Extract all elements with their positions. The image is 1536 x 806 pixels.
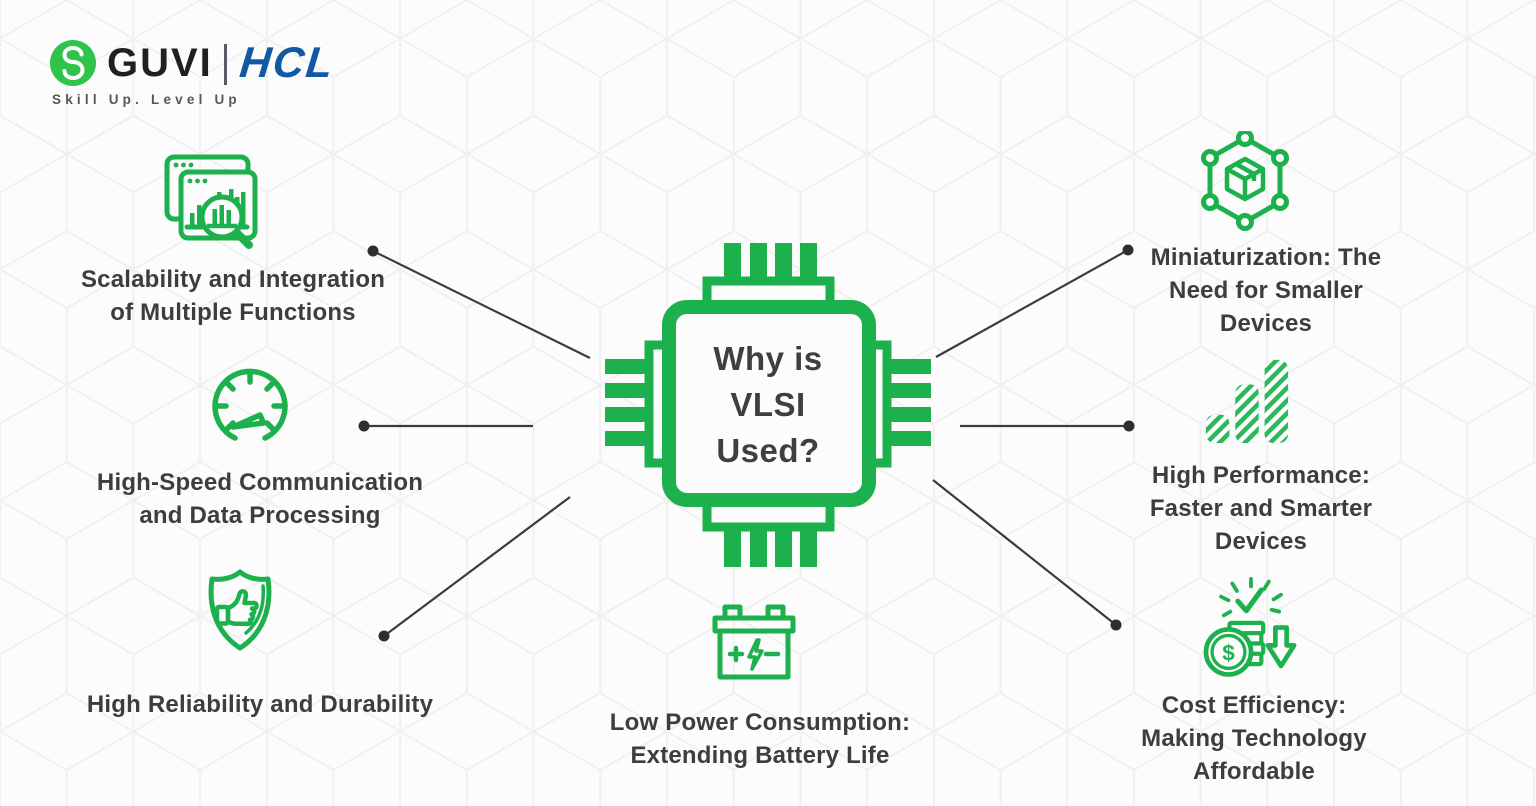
cost-coins-icon: $ xyxy=(1203,576,1297,677)
benefit-label: High Reliability and Durability xyxy=(86,691,434,718)
benefit-item-scalability: Scalability and Integration of Multiple … xyxy=(28,148,438,329)
battery-icon xyxy=(712,604,796,680)
hexagon-package-icon xyxy=(1201,131,1289,231)
guvi-monogram-icon xyxy=(62,45,85,81)
benefit-label: Miniaturization: The Need for Smaller De… xyxy=(1150,244,1382,337)
benefit-label: High-Speed Communication and Data Proces… xyxy=(96,469,424,529)
header-logo: GUVI HCL Skill Up. Level Up xyxy=(50,38,470,108)
benefit-label: Scalability and Integration of Multiple … xyxy=(80,266,386,326)
chip-title: Why is VLSI Used? xyxy=(713,340,823,469)
brand-tagline: Skill Up. Level Up xyxy=(52,92,241,107)
scalability-chart-icon xyxy=(164,154,257,249)
partner-name: HCL xyxy=(237,39,337,87)
speedometer-icon xyxy=(212,368,288,441)
benefit-label: High Performance: Faster and Smarter Dev… xyxy=(1149,462,1373,555)
benefit-item-performance: High Performance: Faster and Smarter Dev… xyxy=(1064,357,1458,558)
benefit-item-high-speed: High-Speed Communication and Data Proces… xyxy=(55,364,465,532)
shield-thumbs-up-icon xyxy=(208,569,272,651)
performance-bars-icon xyxy=(1199,357,1294,444)
logo-divider xyxy=(224,44,227,85)
vlsi-chip-icon xyxy=(605,243,931,567)
benefit-item-low-power: Low Power Consumption: Extending Battery… xyxy=(564,604,956,772)
benefit-item-miniaturization: Miniaturization: The Need for Smaller De… xyxy=(1070,131,1462,340)
dollar-glyph: $ xyxy=(1222,640,1235,665)
benefit-label: Cost Efficiency: Making Technology Affor… xyxy=(1141,692,1367,785)
guvi-logo-icon xyxy=(50,40,96,86)
benefit-label: Low Power Consumption: Extending Battery… xyxy=(609,709,911,769)
brand-name: GUVI xyxy=(107,41,213,85)
benefit-item-cost: $ Cost Efficiency: Making Technology Aff… xyxy=(1058,576,1450,788)
benefit-item-reliability: High Reliability and Durability xyxy=(48,564,472,721)
